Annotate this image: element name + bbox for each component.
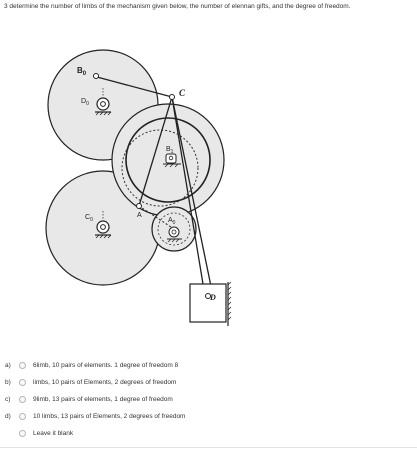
joint-a	[136, 203, 142, 209]
joint-c	[169, 94, 175, 100]
slider-d	[189, 281, 232, 326]
option-d[interactable]: d) 10 limbs, 13 pairs of Elements, 2 deg…	[0, 409, 417, 426]
gear-a0-dashed	[157, 212, 191, 246]
label-d: D	[209, 293, 216, 302]
label-d0: D0	[81, 98, 89, 107]
pivot-b1	[163, 153, 181, 168]
option-label[interactable]: 9limb, 13 pairs of elements, 1 degree of…	[33, 396, 173, 403]
option-label[interactable]: Leave it blank	[33, 430, 74, 437]
radio-button[interactable]	[19, 430, 26, 437]
link-b0-c	[96, 76, 173, 98]
radio-button[interactable]	[19, 413, 26, 420]
label-c: C	[179, 88, 186, 98]
option-label[interactable]: 6limb, 10 pairs of elements. 1 degree of…	[33, 362, 179, 369]
option-leave-blank[interactable]: Leave it blank	[0, 426, 417, 443]
option-letter: d)	[5, 413, 11, 420]
option-letter: a)	[5, 362, 11, 369]
label-b1: B1	[166, 146, 174, 155]
link-c-a	[138, 96, 173, 207]
divider	[0, 447, 417, 448]
link-a-a0	[138, 205, 175, 230]
mechanism-figure: B0 D0 C B1 A C0 A0 D	[45, 49, 232, 326]
option-letter: b)	[5, 379, 11, 386]
pivot-d0	[95, 88, 112, 116]
pivot-c0	[95, 211, 112, 239]
label-b0: B0	[77, 66, 87, 77]
option-label[interactable]: 10 limbs, 13 pairs of Elements, 2 degree…	[33, 413, 186, 420]
label-a0: A0	[168, 217, 176, 226]
radio-button[interactable]	[19, 396, 26, 403]
pivot-a0	[167, 226, 182, 243]
pitch-circle	[121, 129, 199, 207]
option-a[interactable]: a) 6limb, 10 pairs of elements. 1 degree…	[0, 358, 417, 375]
answer-options: a) 6limb, 10 pairs of elements. 1 degree…	[0, 358, 417, 443]
radio-button[interactable]	[19, 379, 26, 386]
option-label[interactable]: limbs, 10 pairs of Elements, 2 degrees o…	[33, 379, 177, 386]
option-c[interactable]: c) 9limb, 13 pairs of elements, 1 degree…	[0, 392, 417, 409]
joint-b0	[93, 73, 99, 79]
option-b[interactable]: b) limbs, 10 pairs of Elements, 2 degree…	[0, 375, 417, 392]
option-letter: c)	[5, 396, 11, 403]
link-c-d-1	[171, 96, 206, 297]
label-c0: C0	[85, 214, 93, 223]
question-text: 3 determine the number of limbs of the m…	[4, 3, 351, 10]
label-a: A	[137, 212, 142, 219]
link-c-d-2	[171, 96, 214, 297]
radio-button[interactable]	[19, 362, 26, 369]
